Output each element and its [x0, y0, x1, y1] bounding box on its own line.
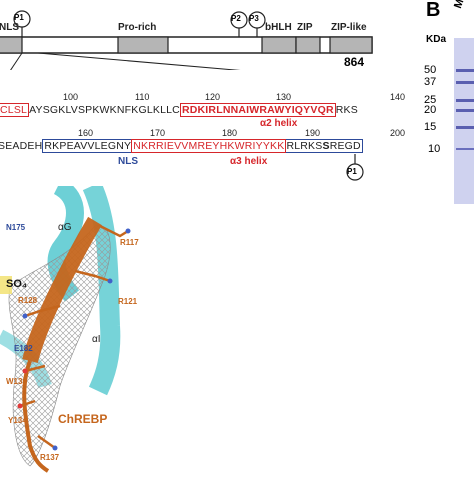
- bhlh-domain: [261, 36, 297, 54]
- zip-domain: [295, 36, 321, 54]
- alpha2-helix-label: α2 helix: [260, 118, 298, 129]
- helix-ai: [82, 181, 121, 396]
- chrebp-coil: [22, 360, 50, 473]
- residue-r121: R121: [118, 297, 138, 306]
- chrebp-label: ChREBP: [58, 412, 108, 426]
- p3-label: P3: [249, 14, 259, 23]
- marker-15: 15: [424, 121, 437, 133]
- chrebp-helix: [22, 216, 102, 364]
- alpha2-helix-seq: RDKIRLNNAIWRAWYIQYVQR: [179, 103, 336, 117]
- panel-b: B Mark KDa 50 37 25 20 15 10: [420, 0, 474, 210]
- marker-lane-label: Mark: [452, 0, 474, 10]
- residue-r128: R128: [18, 296, 38, 305]
- residue-r117: R117: [120, 238, 139, 247]
- residue-n175: N175: [6, 223, 26, 232]
- gel-band: [456, 148, 474, 150]
- residue-r137: R137: [40, 453, 60, 462]
- seq-tail-2: REGD: [329, 140, 361, 152]
- panel-b-letter: B: [426, 0, 441, 21]
- seq-prefix: SEADEH: [0, 140, 43, 152]
- zip-like-label: ZIP-like: [331, 22, 367, 33]
- p1-seq-pin: [346, 154, 364, 181]
- length-label: 864: [344, 55, 365, 69]
- p3-circle: [248, 11, 266, 29]
- seq-tail: RKS: [335, 104, 358, 116]
- marker-25: 25: [424, 94, 437, 106]
- residue-e182: E182: [14, 344, 33, 353]
- seq-phospho-serine: S: [322, 140, 330, 152]
- gel-band: [456, 99, 474, 102]
- zip-like-domain: [329, 36, 373, 54]
- position-180: 180: [222, 128, 238, 138]
- marker-20: 20: [424, 104, 437, 116]
- position-170: 170: [150, 128, 166, 138]
- p1-circle: [13, 10, 31, 28]
- domain-map-svg: [0, 10, 421, 87]
- kda-label: KDa: [426, 34, 447, 45]
- nls-domain: [0, 36, 23, 54]
- alpha3-helix-seq: NKRRIEVVMREYHKWRIYYKK: [131, 139, 287, 153]
- sulfate-label: SO₄: [6, 278, 28, 290]
- structure-panel: αG αI SO₄ ChREBP R117 N175 R128 R121 E18…: [0, 177, 160, 474]
- nls-seq-end: RLRKS: [286, 140, 323, 152]
- position-140: 140: [390, 92, 406, 102]
- gel-band: [456, 69, 474, 72]
- nls-domain-label: NLS: [0, 22, 19, 33]
- zip-label: ZIP: [297, 22, 313, 33]
- nls-seq-label: NLS: [118, 156, 138, 167]
- position-130: 130: [276, 92, 292, 102]
- position-100: 100: [63, 92, 79, 102]
- seq-boxed-start: CLSL: [0, 103, 30, 117]
- alpha-g-label: αG: [58, 222, 72, 233]
- p2-label: P2: [231, 14, 241, 23]
- domain-map: P1 P2 P3 NLS Pro-rich bHLH ZIP ZIP-like …: [0, 0, 421, 87]
- zoom-line-left: [0, 52, 23, 87]
- alpha3-helix-label: α3 helix: [230, 156, 268, 167]
- pro-rich-label: Pro-rich: [118, 22, 157, 33]
- gel-band: [456, 109, 474, 112]
- marker-10: 10: [428, 143, 441, 155]
- structure-figure: [0, 177, 131, 473]
- bhlh-label: bHLH: [265, 22, 292, 33]
- position-160: 160: [78, 128, 94, 138]
- sulfate: [0, 276, 12, 294]
- residue-y134: Y134: [8, 416, 27, 425]
- alpha-i-label: αI: [92, 334, 101, 345]
- position-200: 200: [390, 128, 406, 138]
- pro-rich-domain: [117, 36, 169, 54]
- gel-band: [456, 126, 474, 129]
- gel-image: [454, 38, 474, 204]
- nls-seq-start: RKPEAVVLEGNY: [44, 140, 132, 152]
- p2-circle: [230, 11, 248, 29]
- marker-37: 37: [424, 76, 437, 88]
- p1-label: P1: [14, 13, 24, 22]
- residue-w130: W130: [6, 377, 27, 386]
- gel-band: [456, 81, 474, 84]
- marker-50: 50: [424, 64, 437, 76]
- position-120: 120: [205, 92, 221, 102]
- position-110: 110: [135, 92, 150, 102]
- p1-seq-label: P1: [347, 167, 357, 176]
- position-190: 190: [305, 128, 321, 138]
- seq-plain: AYSGKLVSPKWKNFKGLKLLC: [29, 104, 180, 116]
